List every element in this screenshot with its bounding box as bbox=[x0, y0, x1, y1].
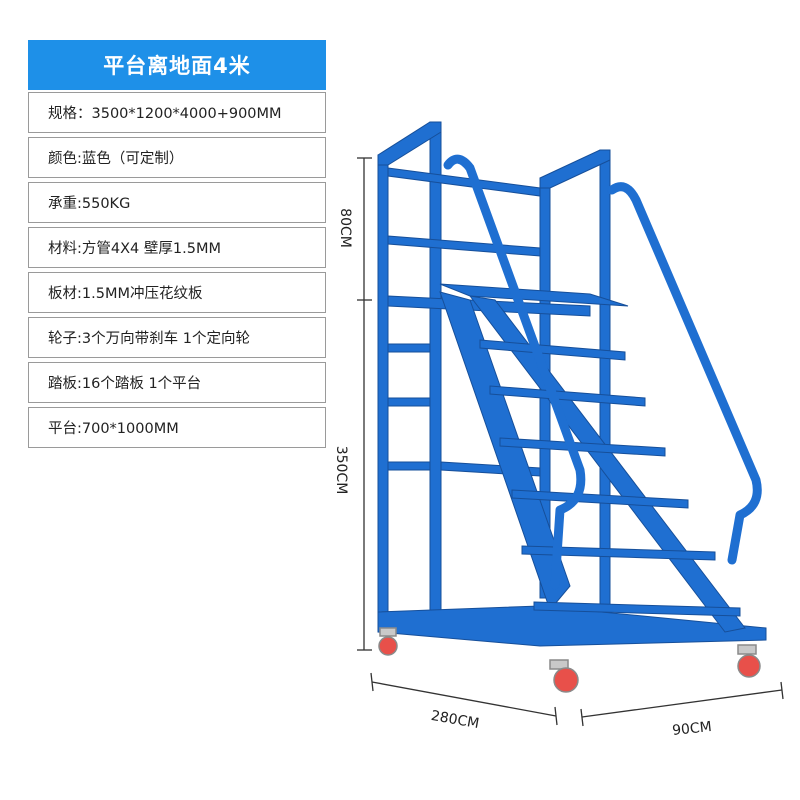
spec-text: 踏板:16个踏板 1个平台 bbox=[48, 376, 202, 392]
spec-row-size: 规格：3500*1200*4000+900MM bbox=[28, 92, 326, 133]
page-title: 平台离地面4米 bbox=[103, 54, 251, 78]
spec-text: 承重:550KG bbox=[48, 196, 131, 212]
dimension-label-length: 280CM bbox=[429, 707, 481, 733]
spec-text: 板材:1.5MM冲压花纹板 bbox=[48, 286, 203, 302]
spec-row-plate: 板材:1.5MM冲压花纹板 bbox=[28, 272, 326, 313]
dimension-label-top-height: 80CM bbox=[337, 208, 353, 248]
spec-row-color: 颜色:蓝色（可定制） bbox=[28, 137, 326, 178]
spec-row-load: 承重:550KG bbox=[28, 182, 326, 223]
handrails bbox=[443, 154, 762, 590]
wheel-icons bbox=[378, 627, 761, 693]
dimension-label-lower-height: 350CM bbox=[333, 445, 349, 495]
spec-text: 轮子:3个万向带刹车 1个定向轮 bbox=[48, 331, 250, 347]
ladder-frame bbox=[377, 121, 767, 647]
spec-row-steps: 踏板:16个踏板 1个平台 bbox=[28, 362, 326, 403]
spec-row-wheels: 轮子:3个万向带刹车 1个定向轮 bbox=[28, 317, 326, 358]
spec-list: 规格：3500*1200*4000+900MM 颜色:蓝色（可定制） 承重:55… bbox=[28, 92, 326, 452]
dimension-label-width: 90CM bbox=[671, 718, 713, 740]
spec-text: 材料:方管4X4 壁厚1.5MM bbox=[48, 241, 221, 257]
dimension-lines bbox=[357, 157, 784, 727]
title-banner: 平台离地面4米 bbox=[28, 40, 326, 90]
spec-text: 颜色:蓝色（可定制） bbox=[48, 151, 184, 167]
spec-row-material: 材料:方管4X4 壁厚1.5MM bbox=[28, 227, 326, 268]
spec-row-platform: 平台:700*1000MM bbox=[28, 407, 326, 448]
spec-text: 平台:700*1000MM bbox=[48, 421, 179, 437]
spec-text: 规格：3500*1200*4000+900MM bbox=[48, 106, 282, 122]
